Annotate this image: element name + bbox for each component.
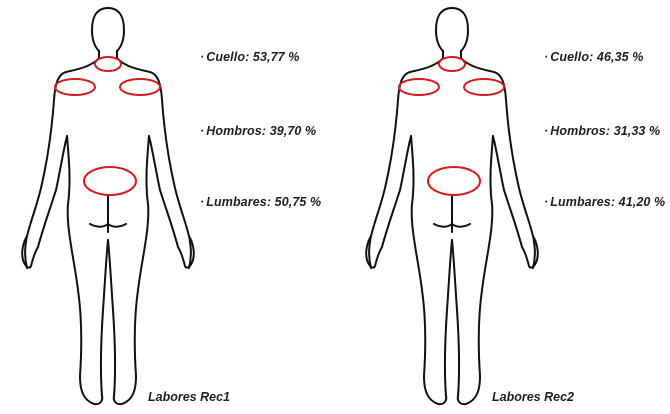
lumbar-label: ·Lumbares: 41,20 % (544, 195, 665, 209)
lumbar-label: ·Lumbares: 50,75 % (200, 195, 321, 209)
panel-caption: Labores Rec2 (492, 390, 574, 404)
shoulders-label: ·Hombros: 31,33 % (544, 124, 660, 138)
body-panel-rec1: ·Cuello: 53,77 % ·Hombros: 39,70 % ·Lumb… (0, 0, 335, 414)
body-panel-rec2: ·Cuello: 46,35 % ·Hombros: 31,33 % ·Lumb… (344, 0, 670, 414)
neck-label: ·Cuello: 46,35 % (544, 50, 643, 64)
panel-caption: Labores Rec1 (148, 390, 230, 404)
human-body-back-figure (0, 0, 200, 414)
human-body-back-figure (344, 0, 544, 414)
neck-label: ·Cuello: 53,77 % (200, 50, 299, 64)
shoulders-label: ·Hombros: 39,70 % (200, 124, 316, 138)
